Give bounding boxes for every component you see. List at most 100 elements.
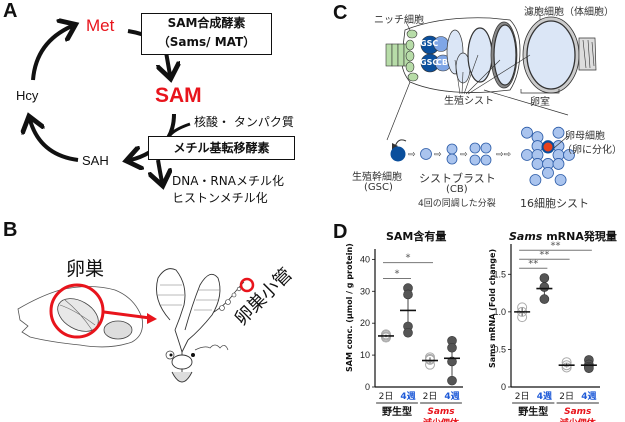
y-tick-label: 10 [360,350,370,360]
y-tick-label: 0.5 [493,344,506,354]
y-tick-label: 0 [365,382,370,392]
panel-b-letter: B [3,219,18,241]
arrow-to-methylation [158,159,162,182]
y-tick-label: 40 [360,254,370,264]
egg-chamber-label: 卵室 [530,97,550,108]
sams-mrna-title-gene: Sams [509,230,543,243]
histone-methylation-label: ヒストンメチル化 [172,191,268,205]
y-tick-label: 20 [360,318,370,328]
group-label-gene: Sams [564,407,592,417]
significance-label: * [406,253,411,264]
data-point [447,356,457,367]
methyltransferase-name: メチル基転移酵素 [173,141,270,155]
gsc-lineage-diagram: ⇨ ⇨ ⇨ ⇨⇨ [390,126,575,186]
panel-c-letter: C [333,2,348,24]
svg-text:⇨: ⇨ [434,150,442,160]
x-category-label: 2日 [559,391,574,402]
group-label: 減少個体 [423,417,460,422]
gsc-name: 生殖幹細胞 [352,172,402,183]
sams-mrna-title-rest: mRNA発現量 [542,230,617,243]
group-label: 野生型 [382,405,412,418]
x-category-label: 4週 [581,391,597,402]
sixteen-cell-cyst-label: 16細胞シスト [520,197,589,210]
x-category-label: 4週 [537,391,553,402]
oocyte-note: （卵に分化） [562,145,622,156]
sah-label: SAH [82,153,109,168]
sixteen-cell-cyst [521,126,575,186]
ovary-zoom-arrow [103,310,151,320]
niche-cell [406,29,418,39]
niche-cell [407,72,419,82]
sam-label: SAM [155,84,202,107]
methyltransferase-box: メチル基転移酵素 [148,136,295,160]
y-tick-label: 30 [360,286,370,296]
ovary-pair-right [184,273,221,341]
significance-label: ** [528,258,538,269]
data-point [539,282,550,292]
x-category-label: 4週 [444,391,460,402]
group-label: 減少個体 [560,417,597,422]
significance-label: ** [551,240,561,251]
niche-cell [405,61,415,73]
data-point [403,289,413,300]
data-point [447,375,457,386]
gsc-label-1: GSC [420,39,439,48]
group-label: 野生型 [518,405,548,418]
sams-mrna-chart-title: Sams mRNA発現量 [509,228,617,244]
svg-text:⇨: ⇨ [460,150,468,160]
data-point [425,353,435,364]
division-label: 4回の同調した分裂 [418,199,496,209]
cystoblast-cell [420,148,432,160]
arrow-hcy-to-met [31,26,72,81]
egg-chamber [493,24,517,86]
follicle-cell-label: 濾胞細胞（体細胞） [524,7,614,18]
ovary-label: 卵巣 [66,258,105,280]
cyst-cell [554,174,567,186]
cyst-cell [529,174,542,186]
stalk [578,37,597,71]
gsc-label-2: GSC [420,58,439,67]
met-label: Met [86,16,115,35]
group-label-gene: Sams [427,407,455,417]
gsc-abbr: (GSC) [364,182,393,193]
sam-synthase-name: SAM合成酵素 [167,16,246,30]
cyst-cell [552,126,565,139]
cyst-cell [563,149,575,161]
panel-a-letter: A [3,0,18,22]
dna-rna-methylation-label: DNA・RNAメチル化 [172,174,284,188]
cyst-cell [521,126,533,139]
data-point [381,332,391,343]
significance-label: * [395,269,400,280]
svg-text:⇨⇨: ⇨⇨ [496,150,512,160]
germline-cyst-label: 生殖シスト [444,96,494,107]
ovariole-highlight-circle [239,277,255,293]
data-point [561,362,572,373]
panel-d-letter: D [333,221,348,243]
cb-label: CB [436,58,448,67]
gsc-cell [390,146,406,162]
fly-ovary-illustration [17,268,255,383]
y-tick-label: 1.0 [493,307,506,317]
data-point [539,294,550,304]
egg-chamber-large [526,20,576,90]
data-point [561,357,572,368]
ovary-drawing-right [103,320,133,340]
niche-cell [405,39,415,51]
cystoblast-abbr: (CB) [446,184,468,195]
data-point [539,273,550,283]
x-category-label: 4週 [400,391,416,402]
x-category-label: 2日 [423,391,438,402]
cyst-cell [542,166,554,179]
niche-cell-label: ニッチ細胞 [374,15,424,26]
data-point [403,327,413,338]
germarium-diagram [385,14,597,141]
cystoblast-name: シストブラスト [419,172,496,185]
substrates-label: 核酸・ タンパク質 [194,115,294,129]
y-tick-label: 0 [501,382,506,392]
oocyte-label: 卵母細胞 [565,131,605,142]
oviduct [174,329,189,375]
niche-cell [405,50,415,62]
sam-synthase-genes: （Sams/ MAT） [157,35,256,49]
